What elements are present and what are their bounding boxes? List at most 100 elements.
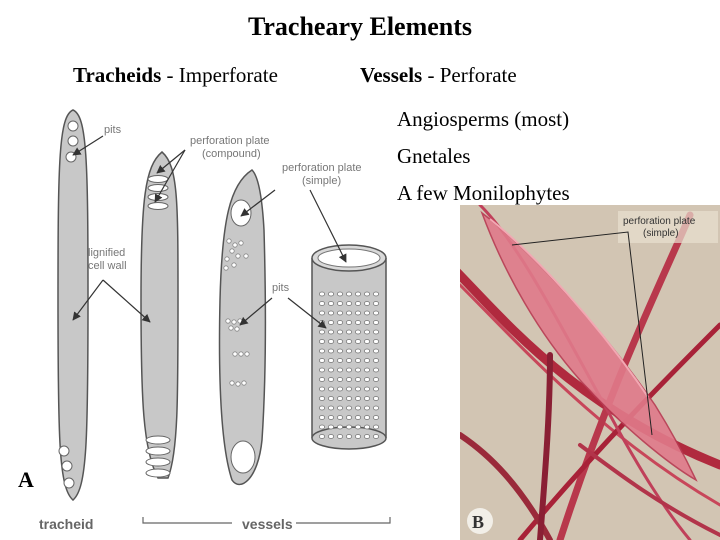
vessel-pit <box>372 348 379 354</box>
vessel-pit <box>318 310 325 316</box>
vessel-pit <box>336 415 343 420</box>
vessel-pit <box>336 310 343 316</box>
vessel-pit <box>372 358 379 363</box>
vessel-pit <box>318 358 325 363</box>
vessel-group-item: Gnetales <box>397 144 471 168</box>
vessel-pit <box>363 415 370 420</box>
slide-title: Tracheary Elements <box>247 12 473 41</box>
vessel-pit <box>363 377 370 382</box>
vessel-pit <box>318 339 325 344</box>
vessel-pit <box>372 386 379 392</box>
vessel-pit <box>336 320 343 325</box>
tracheids-description: Imperforate <box>178 63 278 87</box>
vessel-pit <box>327 367 334 373</box>
vessel-pit <box>354 291 361 297</box>
vessel-pit <box>372 310 379 316</box>
vessel-pit <box>372 434 379 439</box>
vessel-pit <box>336 396 343 401</box>
tracheid-cell <box>57 109 89 501</box>
perforation-plate-simple-label: perforation plate <box>282 162 362 174</box>
vessel-pit <box>318 301 325 306</box>
vessel-pit <box>345 310 352 316</box>
vessel-pit <box>372 320 379 325</box>
vessel-pit <box>336 301 343 306</box>
vessel-pit <box>345 301 352 306</box>
vessel-pit <box>318 405 325 411</box>
vessel-pit <box>345 291 352 297</box>
tracheid-caption: tracheid <box>39 516 93 532</box>
vessel-pit <box>327 358 334 363</box>
photo-simple-sublabel: (simple) <box>643 228 679 239</box>
vessels-description: Perforate <box>439 63 517 87</box>
vessel-pit <box>327 434 334 439</box>
vessel-pit <box>318 329 325 335</box>
vessel-pit <box>363 396 370 401</box>
vessel-pit <box>318 424 325 430</box>
panel-letter-b: B <box>472 512 484 532</box>
vessels-bracket <box>142 517 391 524</box>
vessel-pit <box>363 339 370 344</box>
vessel-cylinder <box>311 244 387 450</box>
vessel-pit <box>327 301 334 306</box>
vessel-pit <box>363 405 370 411</box>
vessel-pit <box>354 434 361 439</box>
vessels-heading: Vessels - Perforate <box>360 63 517 88</box>
vessel-pit <box>372 329 379 335</box>
vessel-pit <box>372 301 379 306</box>
vessel-pit <box>345 358 352 363</box>
vessel-pit <box>372 415 379 420</box>
vessel-pit <box>345 405 352 411</box>
perforation-plate-compound-label: perforation plate <box>190 135 270 147</box>
perforation-plate-simple-sublabel: (simple) <box>302 175 341 187</box>
vessel-pit <box>345 367 352 373</box>
vessel-group-item: Angiosperms (most) <box>397 107 570 131</box>
vessel-pit <box>345 396 352 401</box>
vessel-pit <box>354 415 361 420</box>
vessel-pit <box>345 329 352 335</box>
vessel-pit <box>363 358 370 363</box>
vessel-pit <box>363 291 370 297</box>
lignified-label: lignified <box>88 247 125 259</box>
vessel-pit <box>336 424 343 430</box>
pits-label-top: pits <box>104 124 122 136</box>
tracheary-diagram-a: pits perforation plate (compound) perfor… <box>18 109 391 532</box>
vessel-pit <box>345 386 352 392</box>
vessel-pit <box>327 424 334 430</box>
vessel-pit <box>318 377 325 382</box>
vessel-pit <box>354 377 361 382</box>
vessel-pit <box>363 310 370 316</box>
vessel-pit <box>354 339 361 344</box>
vessel-pit <box>363 301 370 306</box>
vessel-pit <box>336 377 343 382</box>
vessel-pit <box>354 386 361 392</box>
vessel-pit <box>336 339 343 344</box>
vessel-pit <box>318 367 325 373</box>
vessel-pit <box>354 367 361 373</box>
vessel-pit <box>372 424 379 430</box>
vessel-pit <box>336 405 343 411</box>
vessel-pit <box>345 434 352 439</box>
vessel-pit <box>318 386 325 392</box>
pits-label-mid: pits <box>272 282 290 294</box>
vessel-pit <box>354 329 361 335</box>
vessel-pit <box>345 348 352 354</box>
vessel-pit <box>363 386 370 392</box>
vessel-groups-list: Angiosperms (most) Gnetales A few Monilo… <box>397 101 570 212</box>
vessel-pit <box>363 320 370 325</box>
vessel-pit <box>372 405 379 411</box>
vessel-pit <box>354 320 361 325</box>
vessel-pit <box>372 396 379 401</box>
vessel-simple-plate <box>218 169 267 486</box>
micrograph-b: perforation plate (simple) B <box>460 205 720 540</box>
vessel-pit <box>363 329 370 335</box>
vessel-pit <box>372 291 379 297</box>
vessel-pit <box>354 396 361 401</box>
vessel-pit <box>318 415 325 420</box>
vessel-pit <box>327 405 334 411</box>
vessel-pit <box>363 424 370 430</box>
vessel-pit <box>318 348 325 354</box>
vessel-pit <box>372 377 379 382</box>
vessel-pit <box>327 339 334 344</box>
vessel-pit <box>336 386 343 392</box>
photo-callout <box>511 211 718 436</box>
